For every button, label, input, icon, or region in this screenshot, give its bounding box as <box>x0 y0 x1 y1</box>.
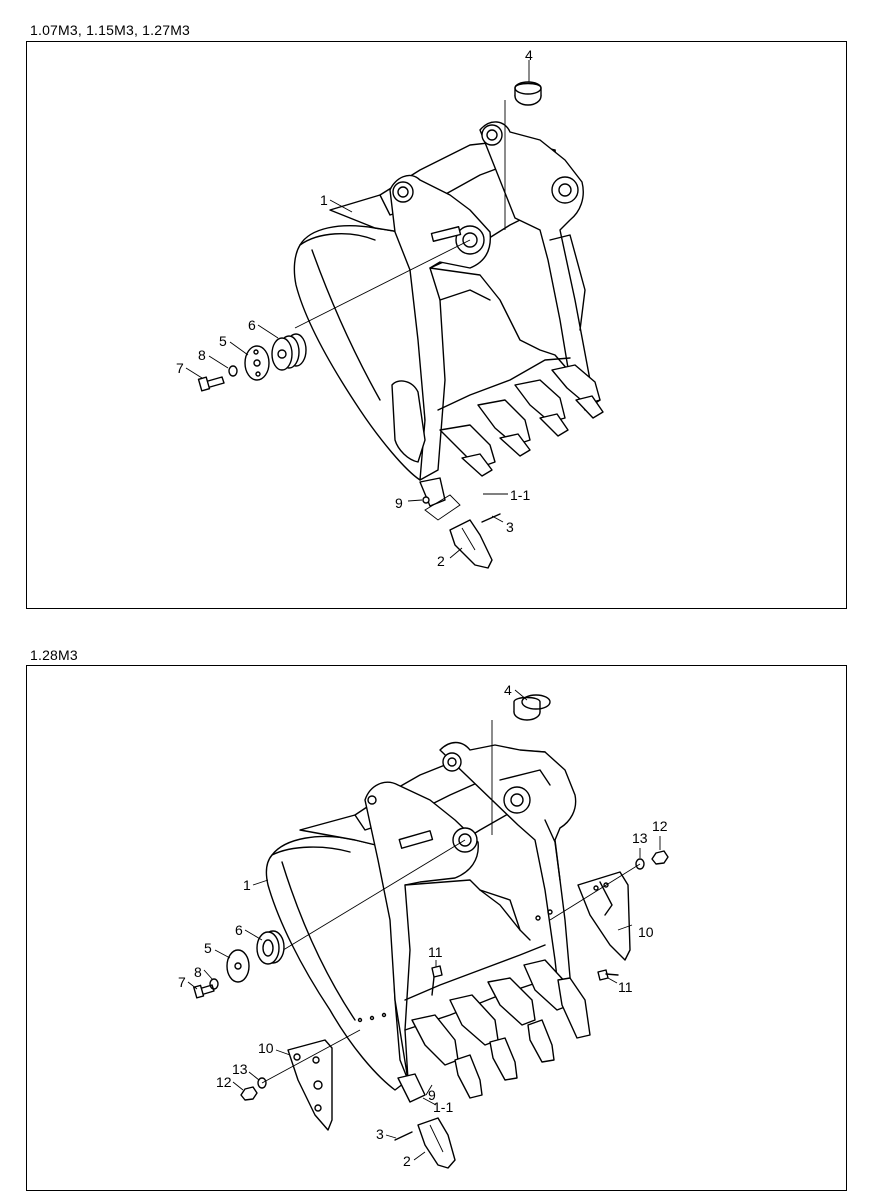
bottom-diagram-frame <box>26 665 847 1191</box>
bottom-part-11-bolt-upper <box>431 965 443 996</box>
top-part-5-plate <box>244 345 270 381</box>
bottom-label-7: 7 <box>178 974 186 990</box>
bottom-part-8-washer <box>209 978 219 990</box>
top-label-6: 6 <box>248 317 256 333</box>
bottom-label-10-right: 10 <box>638 924 654 940</box>
top-part-4-bushing <box>514 81 542 106</box>
bottom-part-6-shims <box>256 930 285 965</box>
bottom-leader-lines <box>187 689 661 1161</box>
bottom-label-5: 5 <box>204 940 212 956</box>
top-label-3: 3 <box>506 519 514 535</box>
bottom-part-labels: 1 4 6 5 8 7 13 12 10 11 11 10 13 12 9 1-… <box>178 682 668 1169</box>
bottom-label-1: 1 <box>243 877 251 893</box>
bottom-part-7-bolt <box>193 984 215 999</box>
top-part-labels: 1 4 6 5 8 7 9 1-1 3 2 <box>176 47 533 569</box>
top-label-2: 2 <box>437 553 445 569</box>
top-label-1: 1 <box>320 192 328 208</box>
bottom-diagram-caption: 1.28M3 <box>30 647 78 663</box>
bottom-label-10-left: 10 <box>258 1040 274 1056</box>
bottom-label-8: 8 <box>194 964 202 980</box>
bottom-label-12-left: 12 <box>216 1074 232 1090</box>
bottom-part-10-left-cutter <box>287 1039 333 1131</box>
bottom-label-1-1: 1-1 <box>433 1099 453 1115</box>
top-bucket-drawing <box>197 81 604 569</box>
bottom-tooth-row <box>411 959 591 1099</box>
top-part-7-bolt <box>197 376 225 392</box>
bottom-label-13-right: 13 <box>632 830 648 846</box>
top-diagram-caption: 1.07M3, 1.15M3, 1.27M3 <box>30 22 191 38</box>
bottom-label-3: 3 <box>376 1126 384 1142</box>
top-label-1-1: 1-1 <box>510 487 530 503</box>
top-part-6-shims <box>271 333 307 371</box>
bottom-part-5-plate <box>226 949 250 983</box>
top-part-8-washer <box>228 365 238 377</box>
top-leader-lines <box>185 60 530 559</box>
top-label-9: 9 <box>395 495 403 511</box>
bottom-label-12-right: 12 <box>652 818 668 834</box>
bottom-part-10-right-cutter <box>577 871 631 961</box>
top-label-5: 5 <box>219 333 227 349</box>
top-label-8: 8 <box>198 347 206 363</box>
bottom-label-6: 6 <box>235 922 243 938</box>
bottom-label-2: 2 <box>403 1153 411 1169</box>
top-label-4: 4 <box>525 47 533 63</box>
top-label-7: 7 <box>176 360 184 376</box>
bottom-bucket-drawing <box>193 694 669 1169</box>
bottom-label-9: 9 <box>428 1087 436 1103</box>
bottom-label-11-upper: 11 <box>428 944 443 960</box>
top-tooth-row <box>439 364 604 477</box>
bottom-part-12-left-nut <box>240 1086 258 1101</box>
bottom-part-12-right-nut <box>651 850 669 865</box>
bottom-label-13-left: 13 <box>232 1061 248 1077</box>
bottom-label-11-right: 11 <box>618 979 633 995</box>
bottom-tooth-2 <box>417 1117 456 1169</box>
bottom-label-4: 4 <box>504 682 512 698</box>
bottom-part-4-bushing <box>513 694 551 721</box>
